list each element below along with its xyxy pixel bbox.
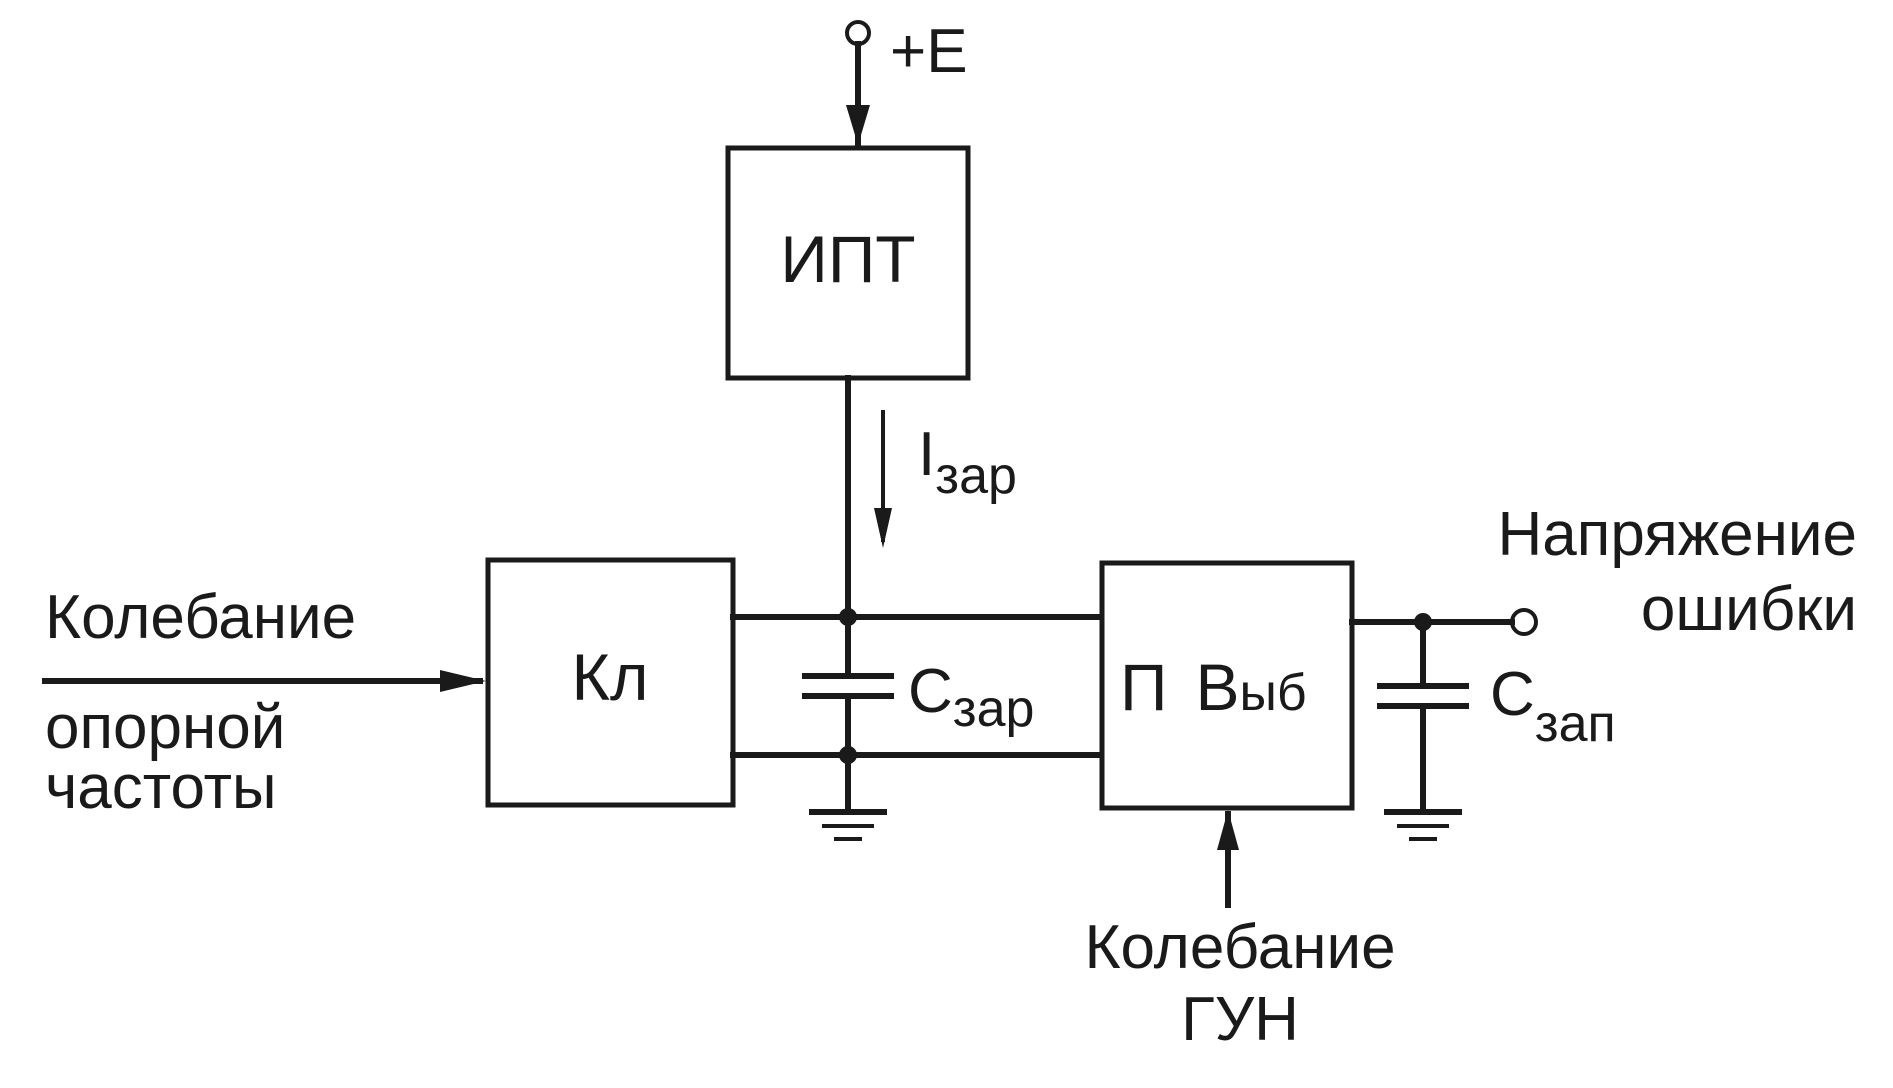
supply-label: +E: [890, 17, 968, 86]
charge-capacitor-label: Сзар: [908, 657, 1034, 738]
storage-capacitor: [1377, 619, 1469, 813]
kl-block: [485, 557, 736, 808]
reference-input-line2: опорной: [45, 693, 285, 762]
vco-input-line2: ГУН: [1181, 985, 1299, 1054]
supply-arrow: [846, 105, 870, 145]
vco-input-arrow: [1217, 810, 1239, 850]
current-arrow-head: [874, 508, 892, 548]
charge-capacitor: [802, 614, 894, 758]
sample-hold-block: [1099, 560, 1355, 811]
reference-input-line3: частоты: [45, 753, 277, 822]
reference-input-arrow: [440, 670, 486, 692]
current-label: Iзар: [918, 420, 1017, 505]
ipt-label: ИПТ: [780, 222, 915, 296]
vco-input-line1: Колебание: [1084, 913, 1395, 982]
ground-icon: [1384, 809, 1462, 841]
storage-capacitor-label: Сзап: [1490, 660, 1616, 753]
output-label-line2: ошибки: [1641, 575, 1857, 644]
output-terminal: [1510, 608, 1538, 636]
supply-terminal: [845, 20, 871, 46]
output-label-line1: Напряжение: [1498, 500, 1858, 569]
reference-input-line1: Колебание: [45, 583, 356, 652]
ground-icon: [809, 752, 887, 841]
kl-label: Кл: [572, 640, 649, 714]
